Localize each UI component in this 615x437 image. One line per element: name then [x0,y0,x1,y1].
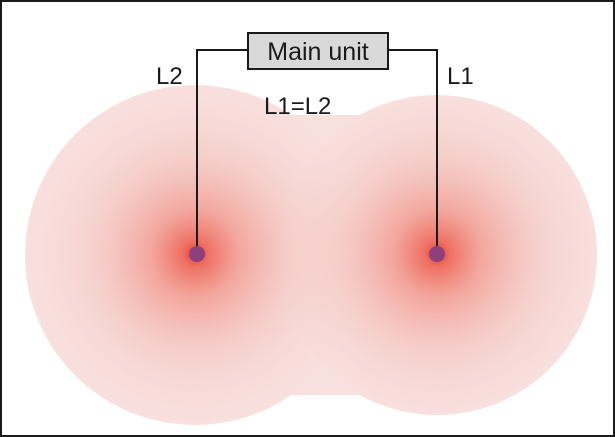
cable-label-right: L1 [447,63,474,90]
cable-left [196,49,248,252]
main-unit: Main unit [247,32,389,70]
cable-label-left: L2 [156,63,183,90]
cable-right [388,49,438,252]
sensor-node-left [189,246,205,262]
length-equation-label: L1=L2 [264,93,331,120]
main-unit-label: Main unit [267,38,368,66]
sensor-node-right [429,246,445,262]
main-unit-box [247,32,389,70]
coverage-field [25,85,597,425]
